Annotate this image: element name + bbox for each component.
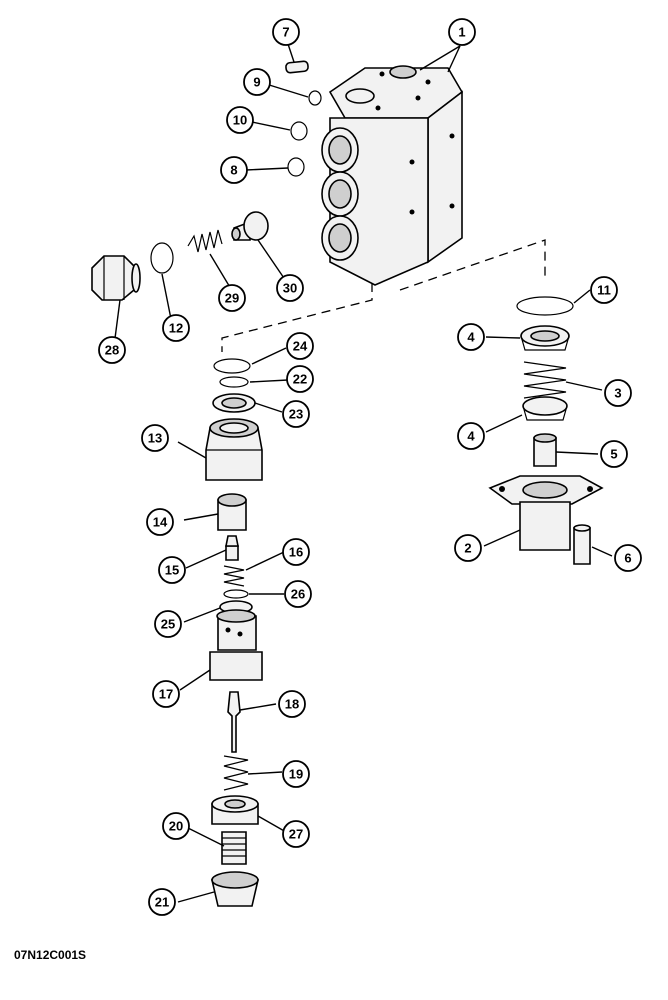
callout-28: 28	[98, 336, 126, 364]
svg-text:29: 29	[225, 291, 239, 306]
callout-22: 22	[286, 365, 314, 393]
callout-19: 19	[282, 760, 310, 788]
seat-17	[209, 609, 263, 681]
svg-text:14: 14	[153, 515, 168, 530]
o-ring-26	[223, 589, 249, 599]
ring-23	[212, 393, 256, 413]
svg-text:27: 27	[289, 827, 303, 842]
pin-7	[285, 60, 309, 74]
bolt-6	[573, 524, 591, 565]
svg-text:10: 10	[233, 113, 247, 128]
svg-text:19: 19	[289, 767, 303, 782]
o-ring-11	[516, 296, 574, 316]
spring-16	[223, 565, 245, 587]
callout-5: 5	[600, 440, 628, 468]
callout-17: 17	[152, 680, 180, 708]
plug-28	[91, 255, 141, 301]
svg-text:4: 4	[467, 330, 475, 345]
svg-text:11: 11	[597, 283, 611, 298]
svg-text:8: 8	[230, 163, 237, 178]
svg-text:2: 2	[464, 541, 471, 556]
callout-27: 27	[282, 820, 310, 848]
svg-text:15: 15	[165, 563, 179, 578]
svg-text:30: 30	[283, 281, 297, 296]
svg-text:16: 16	[289, 545, 303, 560]
housing-13	[205, 418, 263, 481]
svg-text:5: 5	[610, 447, 617, 462]
svg-text:7: 7	[282, 25, 289, 40]
callout-4-lower: 4	[457, 422, 485, 450]
cap-2	[488, 475, 604, 551]
svg-text:21: 21	[155, 895, 169, 910]
callout-13: 13	[141, 424, 169, 452]
callout-8: 8	[220, 156, 248, 184]
callout-14: 14	[146, 508, 174, 536]
svg-text:13: 13	[148, 431, 162, 446]
screw-20	[221, 831, 247, 865]
retainer-4-lower	[522, 396, 568, 421]
callout-29: 29	[218, 284, 246, 312]
callout-11: 11	[590, 276, 618, 304]
svg-text:17: 17	[159, 687, 173, 702]
backup-ring-22	[219, 376, 249, 388]
spring-3	[523, 361, 567, 399]
spring-19	[223, 755, 249, 791]
svg-text:23: 23	[289, 407, 303, 422]
svg-text:24: 24	[293, 339, 308, 354]
callout-26: 26	[284, 580, 312, 608]
callout-30: 30	[276, 274, 304, 302]
callout-18: 18	[278, 690, 306, 718]
spring-29	[187, 229, 223, 253]
nut-27	[211, 795, 259, 825]
svg-text:25: 25	[161, 617, 175, 632]
o-ring-8	[287, 157, 305, 177]
svg-text:28: 28	[105, 343, 119, 358]
o-ring-9	[308, 90, 322, 106]
svg-text:22: 22	[293, 372, 307, 387]
retainer-4-upper	[520, 325, 570, 351]
poppet-30	[231, 211, 269, 241]
svg-text:12: 12	[169, 321, 183, 336]
svg-text:6: 6	[624, 551, 631, 566]
assembly-lines	[221, 239, 546, 352]
o-ring-24	[213, 358, 251, 374]
callout-21: 21	[148, 888, 176, 916]
svg-text:1: 1	[458, 25, 465, 40]
callout-9: 9	[243, 68, 271, 96]
callout-10: 10	[226, 106, 254, 134]
svg-text:18: 18	[285, 697, 299, 712]
callout-25: 25	[154, 610, 182, 638]
cap-21	[210, 871, 260, 907]
figure-code: 07N12C001S	[14, 948, 87, 962]
spool-end-5	[533, 433, 557, 467]
callout-7: 7	[272, 18, 300, 46]
sleeve-14	[217, 493, 247, 531]
callout-16: 16	[282, 538, 310, 566]
svg-text:26: 26	[291, 587, 305, 602]
callout-2: 2	[454, 534, 482, 562]
callout-1: 1	[448, 18, 476, 46]
svg-text:20: 20	[169, 819, 183, 834]
o-ring-12	[150, 242, 174, 274]
svg-text:4: 4	[467, 429, 475, 444]
callout-15: 15	[158, 556, 186, 584]
callout-23: 23	[282, 400, 310, 428]
callout-12: 12	[162, 314, 190, 342]
callout-4-upper: 4	[457, 323, 485, 351]
callout-20: 20	[162, 812, 190, 840]
valve-body	[321, 65, 464, 286]
svg-text:9: 9	[253, 75, 260, 90]
callout-24: 24	[286, 332, 314, 360]
svg-text:3: 3	[614, 386, 621, 401]
callout-6: 6	[614, 544, 642, 572]
callout-3: 3	[604, 379, 632, 407]
stem-18	[227, 691, 241, 753]
o-ring-10	[290, 121, 308, 141]
poppet-15	[225, 535, 239, 561]
